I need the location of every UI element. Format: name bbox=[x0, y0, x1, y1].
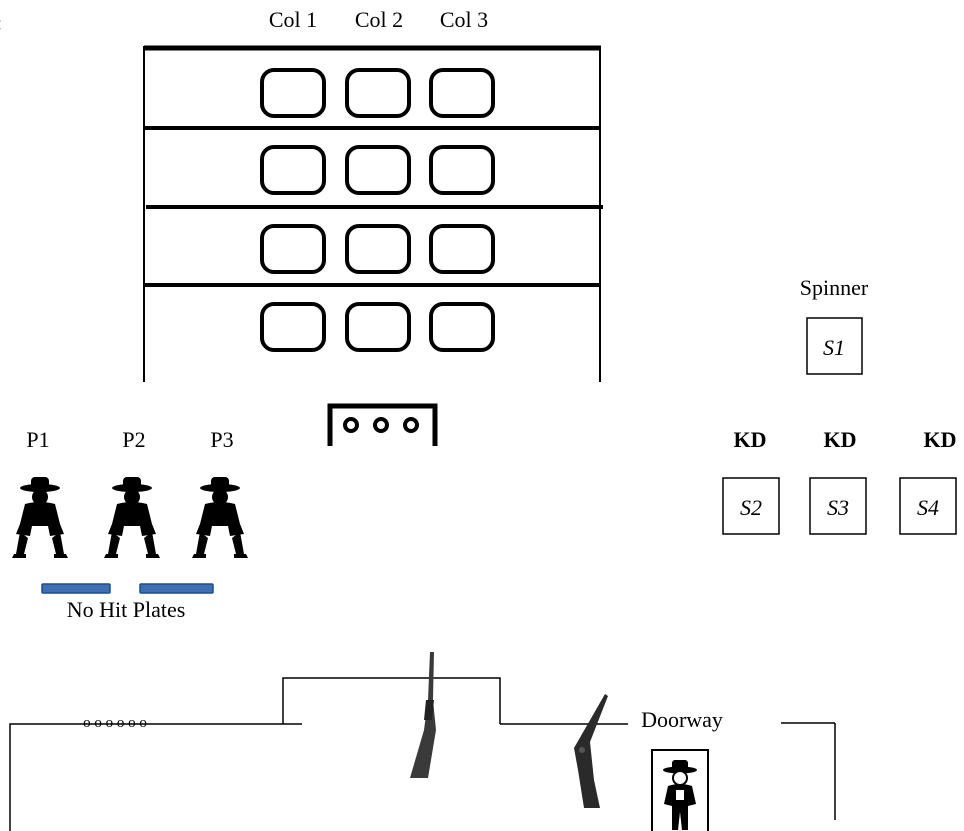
rack-target-r4-c3 bbox=[431, 304, 493, 350]
column-header-3: Col 3 bbox=[440, 7, 488, 32]
column-header-2: Col 2 bbox=[355, 7, 403, 32]
no-hit-plates-label: No Hit Plates bbox=[67, 597, 186, 622]
kd-target-id-2: S3 bbox=[827, 495, 849, 520]
table-raised-section bbox=[283, 678, 500, 724]
rack-target-r1-c3 bbox=[431, 70, 493, 116]
rack-target-r2-c3 bbox=[431, 147, 493, 193]
kd-label-1: KD bbox=[734, 427, 767, 452]
small-target-box bbox=[330, 406, 435, 446]
box-dot-2 bbox=[375, 419, 387, 431]
no-hit-plate-2 bbox=[140, 584, 213, 593]
target-rack bbox=[144, 46, 603, 382]
doorway-label: Doorway bbox=[641, 707, 723, 732]
kd-target-id-1: S2 bbox=[740, 495, 762, 520]
spinner-target-id: S1 bbox=[823, 335, 845, 360]
silhouette-icon bbox=[104, 477, 160, 558]
spinner-label: Spinner bbox=[800, 275, 869, 300]
box-dot-1 bbox=[345, 419, 357, 431]
rack-target-r3-c1 bbox=[262, 226, 324, 272]
rack-target-r1-c2 bbox=[347, 70, 409, 116]
kd-label-2: KD bbox=[824, 427, 857, 452]
doorway-frame bbox=[781, 723, 835, 820]
pistol-label-1: P1 bbox=[26, 427, 49, 452]
kd-label-3: KD bbox=[924, 427, 957, 452]
rack-target-r2-c1 bbox=[262, 147, 324, 193]
kd-target-id-3: S4 bbox=[917, 495, 939, 520]
rack-target-r3-c2 bbox=[347, 226, 409, 272]
table-left-top-edge bbox=[10, 724, 302, 831]
box-dot-3 bbox=[405, 419, 417, 431]
shooting-table bbox=[10, 678, 628, 831]
page-marker: : bbox=[0, 10, 2, 35]
rack-target-r3-c3 bbox=[431, 226, 493, 272]
rifle-icon bbox=[410, 652, 436, 778]
rack-target-r1-c1 bbox=[262, 70, 324, 116]
pistol-label-3: P3 bbox=[210, 427, 233, 452]
rack-target-r4-c1 bbox=[262, 304, 324, 350]
table-ammo-marker: o o o o o o bbox=[83, 715, 147, 731]
pistol-label-2: P2 bbox=[122, 427, 145, 452]
column-header-1: Col 1 bbox=[269, 7, 317, 32]
rack-target-r4-c2 bbox=[347, 304, 409, 350]
no-hit-plate-1 bbox=[42, 584, 110, 593]
shotgun-icon bbox=[574, 694, 608, 808]
silhouette-icon bbox=[12, 477, 68, 558]
rack-target-r2-c2 bbox=[347, 147, 409, 193]
silhouette-icon bbox=[192, 477, 248, 558]
